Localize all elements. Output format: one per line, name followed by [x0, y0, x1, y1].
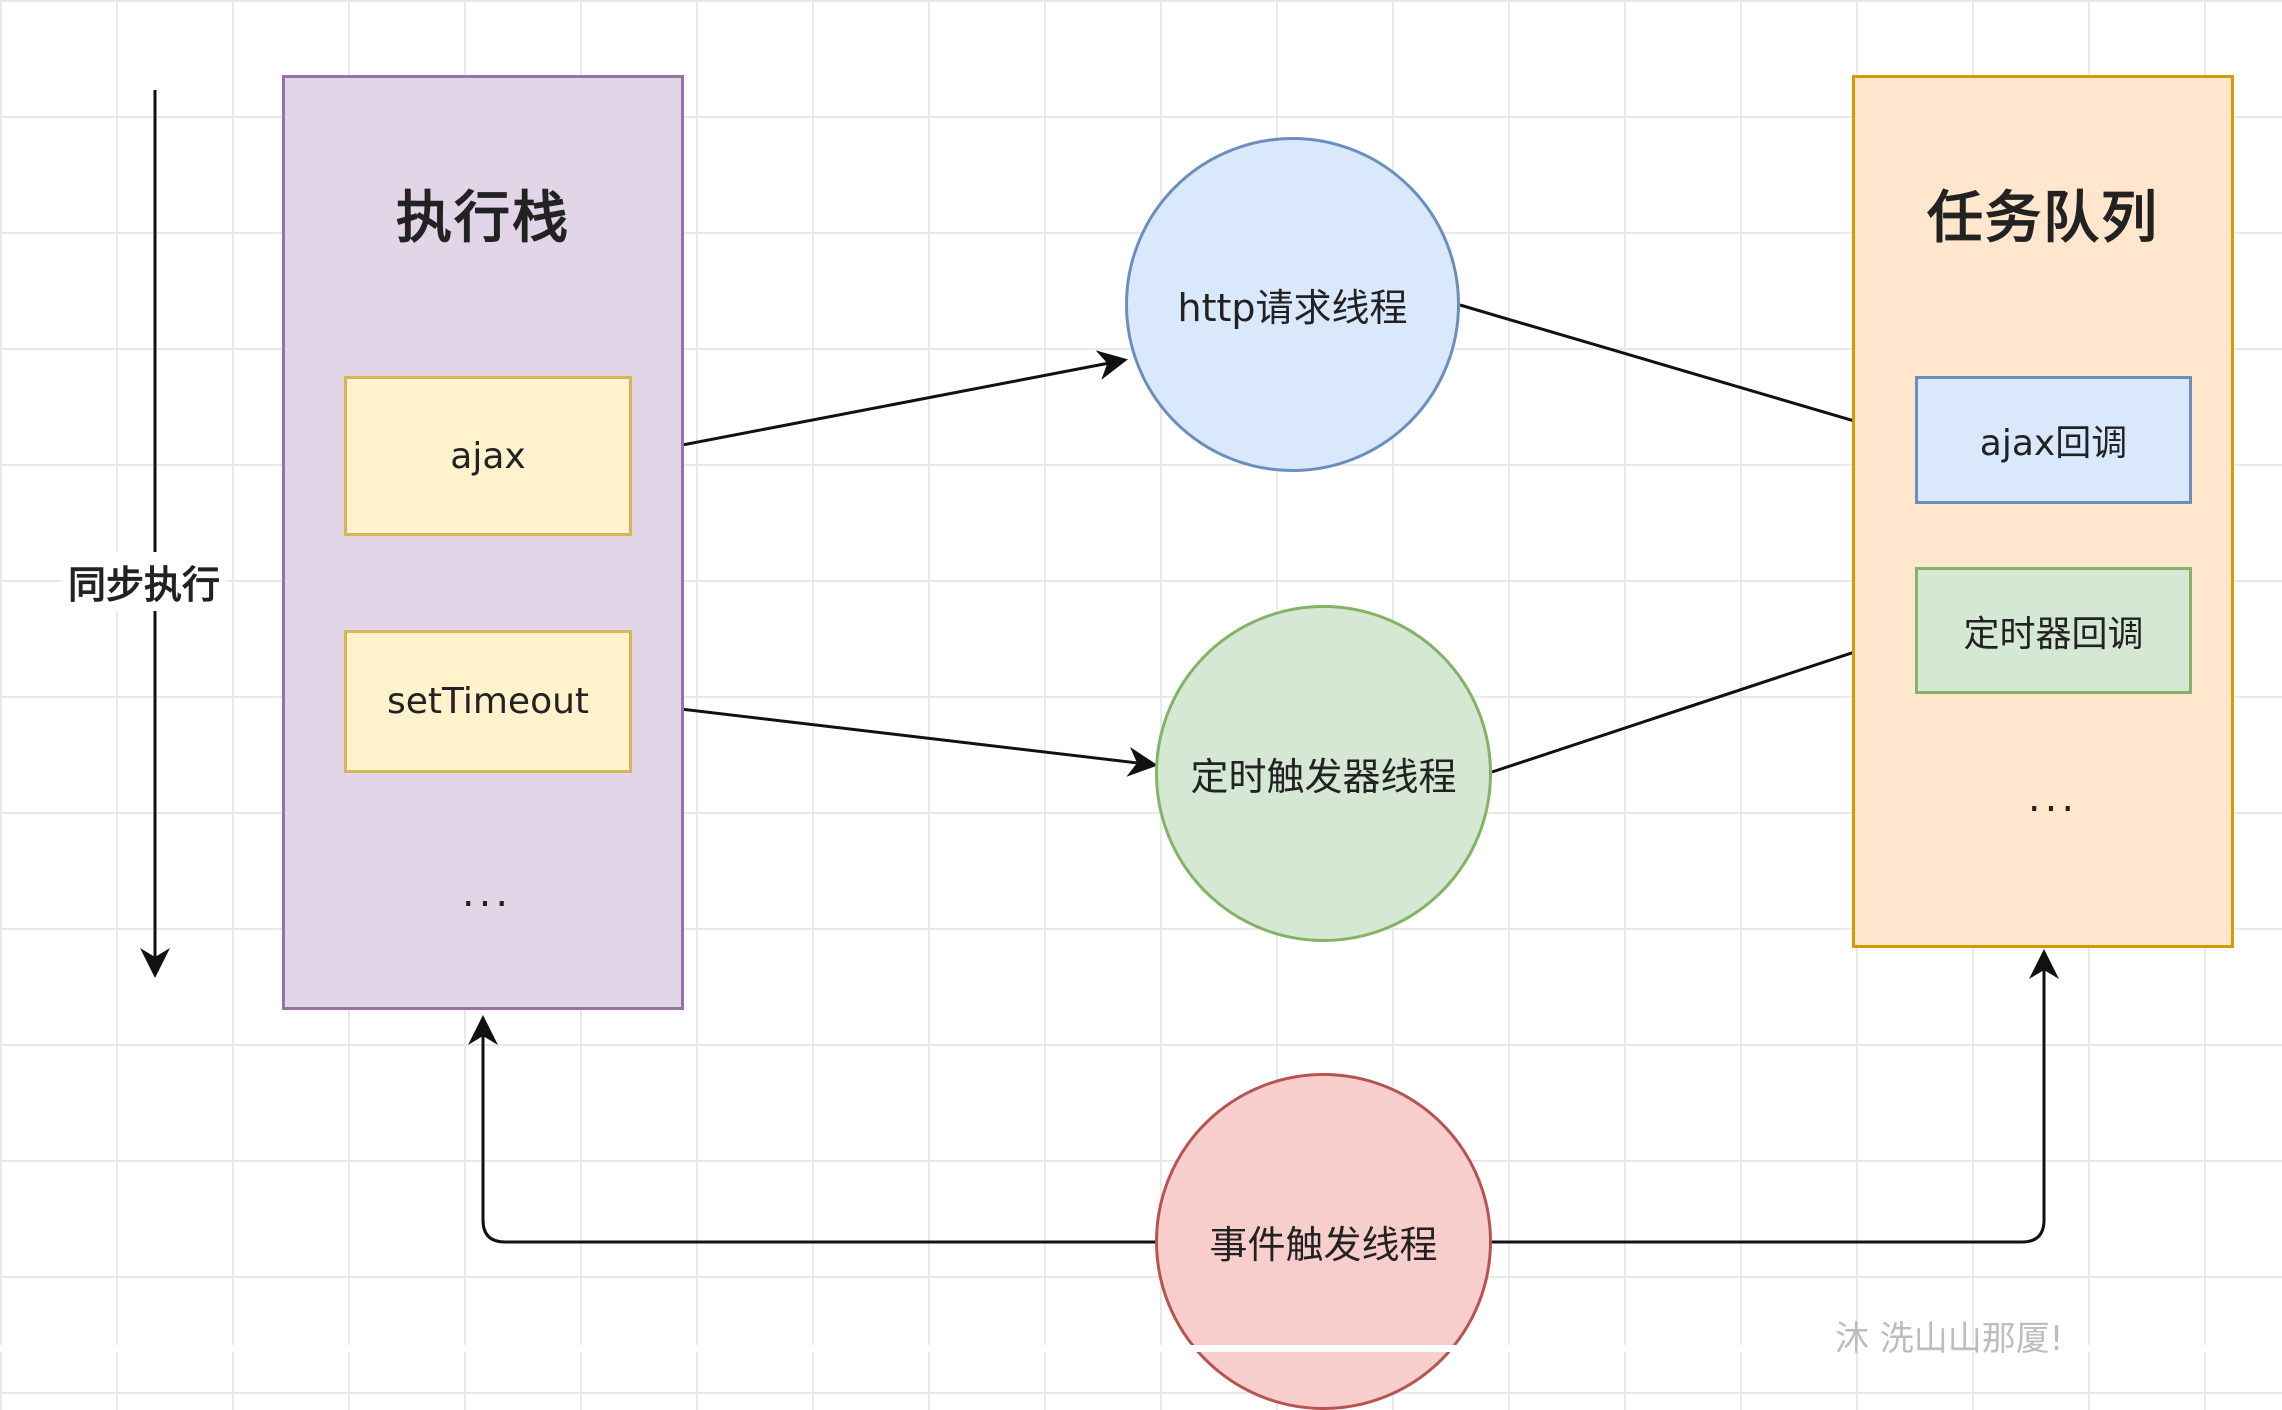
arrow-event-queue — [1465, 949, 2059, 1257]
watermark: 沐 洗山山那厦! — [1835, 1319, 2064, 1359]
bottom-band — [0, 1345, 2282, 1352]
arrow-ajax-to-http — [629, 350, 1128, 457]
task-queue: 任务队列 — [1852, 75, 2234, 948]
queue-ellipsis: ... — [2027, 775, 2079, 821]
queue-item-timer-callback: 定时器回调 — [1915, 567, 2192, 694]
stack-ellipsis: ... — [461, 870, 513, 916]
stack-item-settimeout: setTimeout — [344, 630, 632, 773]
task-queue-title: 任务队列 — [1927, 186, 2159, 251]
arrow-http-to-ajax-callback — [1459, 303, 1915, 445]
stack-item-ajax: ajax — [344, 376, 632, 536]
arrow-settimeout-to-timer — [629, 701, 1158, 777]
sync-label: 同步执行 — [62, 552, 227, 611]
timer-thread: 定时触发器线程 — [1155, 605, 1492, 942]
execution-stack-title: 执行栈 — [396, 186, 570, 251]
arrow-event-stack — [468, 1015, 1182, 1257]
queue-item-ajax-callback: ajax回调 — [1915, 376, 2192, 504]
connectors — [140, 90, 2059, 1257]
arrow-timer-to-timer-callback — [1491, 627, 1915, 774]
event-thread: 事件触发线程 — [1155, 1073, 1492, 1410]
http-thread: http请求线程 — [1125, 137, 1460, 472]
execution-stack: 执行栈 — [282, 75, 684, 1010]
